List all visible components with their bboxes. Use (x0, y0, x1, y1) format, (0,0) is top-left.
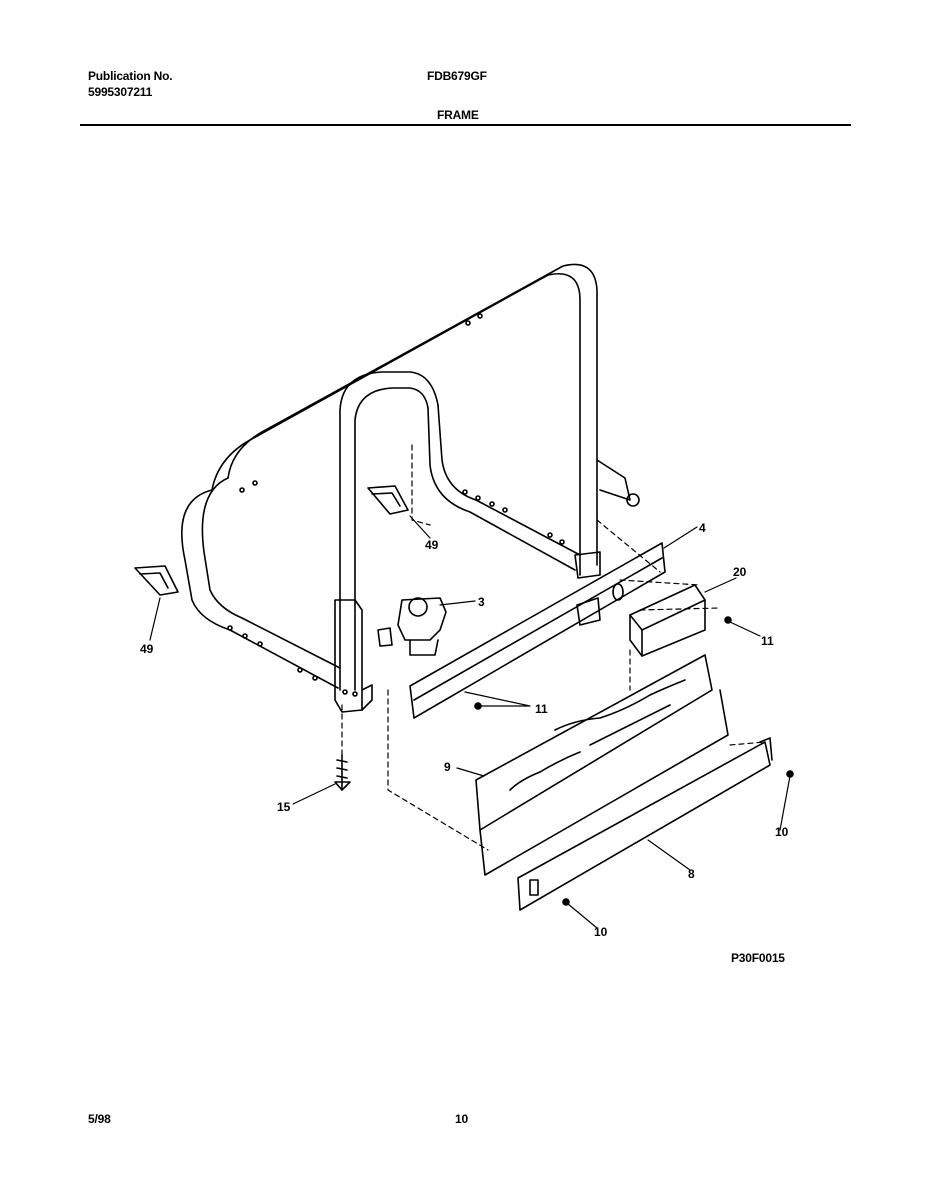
footer-date: 5/98 (88, 1112, 111, 1126)
callout-49-right: 49 (425, 538, 439, 552)
callout-9: 9 (444, 760, 451, 774)
bracket-49-left (134, 565, 179, 596)
tub-frame (181, 263, 601, 713)
callout-3: 3 (478, 595, 485, 609)
toe-panel-8 (517, 737, 773, 911)
publication-label: Publication No. (88, 69, 173, 83)
header-rule (80, 124, 851, 126)
toe-panel-9 (475, 654, 729, 876)
callout-11-right: 11 (761, 634, 774, 648)
callout-10-right: 10 (775, 825, 789, 839)
bracket-20 (629, 584, 706, 657)
callout-15: 15 (277, 800, 291, 814)
model-number: FDB679GF (427, 69, 487, 83)
bracket-49-right (367, 485, 409, 515)
callout-10-lower: 10 (594, 925, 608, 939)
callout-49-left: 49 (140, 642, 154, 656)
callout-11-lower: 11 (535, 702, 548, 716)
callout-20: 20 (733, 565, 747, 579)
section-title: FRAME (437, 108, 479, 122)
screw-15 (334, 754, 351, 791)
rear-roller-bracket (596, 459, 640, 507)
page-number: 10 (455, 1112, 468, 1126)
callout-4: 4 (699, 521, 706, 535)
water-valve-3 (377, 597, 447, 656)
figure-code: P30F0015 (731, 951, 785, 965)
publication-number: 5995307211 (88, 85, 153, 99)
callout-8: 8 (688, 867, 695, 881)
front-rail-4 (409, 542, 666, 719)
